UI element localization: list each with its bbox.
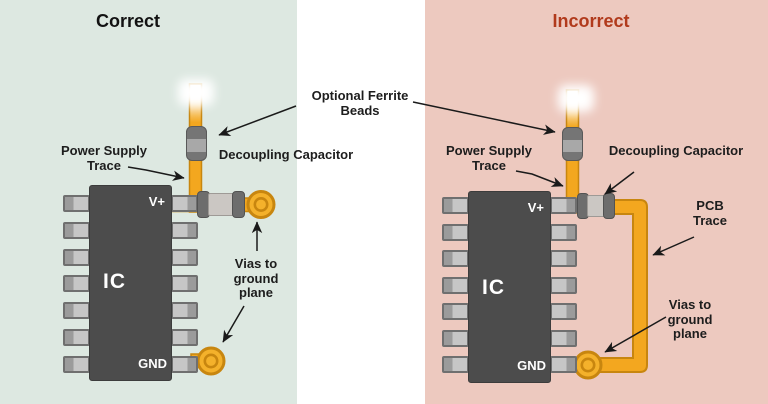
ferrite-bead-right (562, 127, 583, 161)
title-incorrect: Incorrect (552, 11, 630, 31)
ic-pin (550, 223, 577, 241)
decoupling-capacitor-left-cap (232, 191, 245, 218)
ic-pin (171, 329, 198, 347)
ic-pin (442, 329, 469, 347)
ic-pin (63, 275, 90, 293)
ic-label: IC (482, 276, 505, 299)
ic-body: V+ IC GND (89, 185, 172, 381)
label-power-supply-trace-left: Power Supply Trace (61, 143, 147, 173)
vplus-pin-label: V+ (527, 200, 544, 215)
label-decoupling-capacitor-right: Decoupling Capacitor (608, 143, 744, 158)
ic-pin (550, 276, 577, 294)
ic-pin (550, 356, 577, 373)
label-power-supply-trace-right: Power Supply Trace (446, 143, 532, 173)
title-correct: Correct (95, 11, 161, 31)
ic-pin (442, 223, 469, 241)
label-vias-left: Vias to ground plane (233, 256, 279, 300)
gnd-pin-label: GND (138, 356, 167, 371)
ic-pin (550, 197, 577, 214)
ic-pin (171, 195, 198, 212)
label-vias-right: Vias to ground plane (667, 297, 713, 341)
ic-pin (63, 355, 90, 373)
label-optional-ferrite-beads: Optional Ferrite Beads (311, 88, 409, 118)
ic-pin (171, 302, 198, 320)
ic-label: IC (103, 270, 126, 293)
ic-pin (171, 275, 198, 293)
decoupling-capacitor-right-cap (603, 193, 615, 219)
ic-pin (63, 248, 90, 266)
ic-right-pins-west (442, 197, 469, 373)
supply-glow-right (558, 85, 594, 112)
ferrite-bead-band (563, 140, 582, 152)
ic-left-pins-east (171, 195, 198, 373)
vplus-pin-label: V+ (148, 194, 165, 209)
ic-pin (63, 302, 90, 320)
ic-pin (550, 303, 577, 320)
ic-pin (171, 221, 198, 239)
ic-pin (63, 195, 90, 212)
ic-left-pins-west (63, 195, 90, 373)
label-decoupling-capacitor-left: Decoupling Capacitor (218, 147, 354, 162)
ic-pin (550, 329, 577, 347)
gnd-pin-label: GND (517, 358, 546, 373)
ic-pin (171, 248, 198, 266)
ic-pin (63, 221, 90, 239)
ic-pin (442, 197, 469, 214)
ic-pin (442, 250, 469, 267)
ic-right-pins-east (550, 197, 577, 373)
ic-pin (442, 276, 469, 294)
ferrite-bead-left (186, 126, 207, 161)
label-pcb-trace: PCB Trace (693, 198, 727, 228)
ic-pin (442, 356, 469, 373)
ic-pin (442, 303, 469, 320)
supply-glow-left (178, 79, 214, 106)
ic-body: V+ IC GND (468, 191, 551, 383)
ferrite-bead-band (187, 139, 206, 152)
ic-pin (63, 329, 90, 347)
ic-pin (550, 250, 577, 267)
ic-pin (171, 355, 198, 373)
decoupling-capacitor-left-body (208, 193, 234, 216)
